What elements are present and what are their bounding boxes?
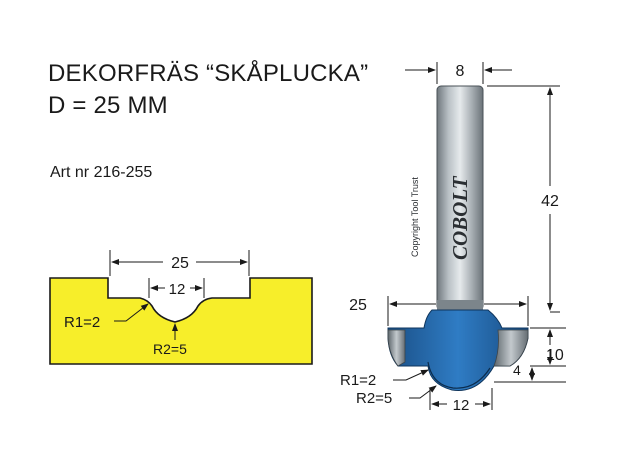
profile-radius-callouts: R1=2 R2=5 [64, 303, 187, 357]
article-number: Art nr 216-255 [50, 164, 153, 181]
shank-length-dimension: 42 [487, 85, 560, 313]
copyright-label: Copyright Tool Trust [410, 177, 420, 257]
body-height-label: 10 [546, 347, 564, 364]
shank-diameter-label: 8 [456, 63, 465, 80]
body-diameter-label: 25 [349, 297, 367, 314]
profile-groove-label: 12 [169, 281, 186, 298]
diagram-title-line-2: D = 25 MM [48, 92, 168, 119]
cutter-radius-callouts: R1=2 R2=5 [340, 369, 437, 407]
profile-r2-label: R2=5 [153, 341, 187, 357]
shank-diameter-dimension: 8 [405, 62, 512, 84]
cutter-r2-label: R2=5 [356, 390, 392, 407]
router-bit-body [387, 309, 529, 391]
cutter-r1-label: R1=2 [340, 372, 376, 389]
cutter-groove-label: 12 [453, 397, 470, 414]
profile-groove-dimension: 12 [148, 278, 205, 298]
brand-label: COBOLT [448, 175, 472, 260]
workpiece-profile [49, 277, 313, 365]
shank-length-label: 42 [541, 193, 559, 210]
diagram-title-line-1: DEKORFRÄS “SKÅPLUCKA” [48, 60, 369, 87]
profile-width-label: 25 [171, 255, 189, 272]
profile-width-dimension: 25 [109, 250, 250, 276]
body-diameter-dimension: 25 [349, 296, 529, 326]
small-height-label: 4 [513, 362, 521, 378]
body-height-dimension: 10 4 [494, 327, 566, 383]
cutter-groove-dimension: 12 [429, 388, 493, 414]
profile-shape [49, 277, 313, 365]
profile-r1-label: R1=2 [64, 314, 100, 331]
